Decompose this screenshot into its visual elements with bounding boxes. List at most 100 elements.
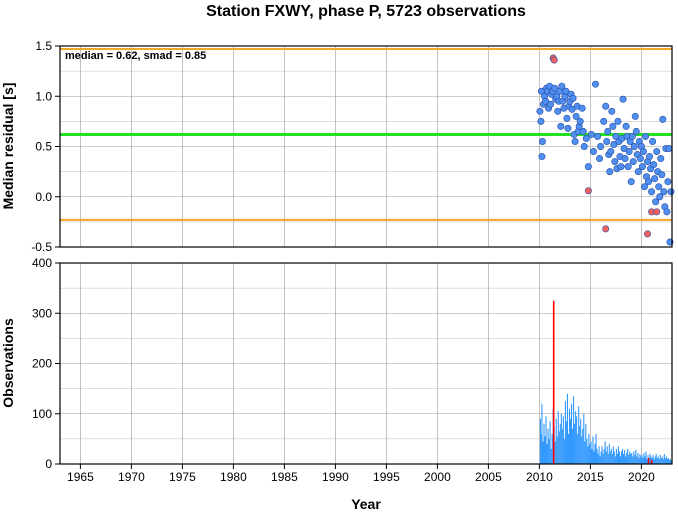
x-tick-label: 1970 — [118, 470, 145, 484]
residual-point — [587, 130, 595, 138]
bottom-y-tick-label: 400 — [32, 256, 52, 270]
residual-point — [653, 148, 661, 156]
residual-point — [641, 132, 649, 140]
residual-point — [646, 153, 654, 161]
residual-point — [617, 163, 625, 171]
residual-point — [614, 117, 622, 125]
residual-point — [578, 104, 586, 112]
residual-point — [634, 168, 642, 176]
residual-point — [627, 178, 635, 186]
residual-point — [594, 132, 602, 140]
residual-point — [620, 145, 628, 153]
residual-point — [621, 155, 629, 163]
residual-point — [609, 122, 617, 130]
residual-point — [597, 143, 605, 151]
x-tick-label: 1990 — [322, 470, 349, 484]
residual-point — [649, 137, 657, 145]
residual-point — [611, 158, 619, 166]
residual-point — [582, 134, 590, 142]
residual-point — [657, 155, 665, 163]
x-tick-label: 2015 — [577, 470, 604, 484]
x-tick-label: 2000 — [424, 470, 451, 484]
residual-point — [653, 208, 661, 216]
bottom-panel-y-ticks: 400 300 200 100 0 — [32, 256, 60, 471]
residual-point — [625, 148, 633, 156]
residual-point — [640, 183, 648, 191]
top-panel-points — [536, 54, 675, 246]
bottom-y-tick-label: 0 — [45, 457, 52, 471]
x-tick-label: 1965 — [67, 470, 94, 484]
residual-point — [612, 132, 620, 140]
residual-point — [584, 187, 592, 195]
residual-point — [602, 102, 610, 110]
residual-point — [579, 127, 587, 135]
residual-point — [651, 175, 659, 183]
residual-point — [604, 127, 612, 135]
top-y-axis-label: Median residual [s] — [0, 83, 16, 210]
top-y-tick-label: 0.0 — [35, 190, 52, 204]
residual-point — [568, 105, 576, 113]
residual-point — [610, 140, 618, 148]
residual-point — [538, 137, 546, 145]
residual-point — [536, 107, 544, 115]
residual-point — [645, 178, 653, 186]
residual-point — [538, 153, 546, 161]
residual-point — [562, 87, 570, 95]
residual-point — [631, 112, 639, 120]
residual-point — [572, 112, 580, 120]
bottom-y-tick-label: 200 — [32, 357, 52, 371]
x-tick-label: 2010 — [526, 470, 553, 484]
residual-point — [608, 107, 616, 115]
residual-point — [537, 117, 545, 125]
x-tick-label: 1980 — [220, 470, 247, 484]
residual-point — [554, 107, 562, 115]
residual-point — [638, 163, 646, 171]
residual-point — [650, 161, 658, 169]
x-tick-label: 1985 — [271, 470, 298, 484]
residual-point — [624, 163, 632, 171]
x-axis-label: Year — [351, 496, 381, 511]
residual-point — [557, 122, 565, 130]
top-panel-reference-lines — [60, 48, 672, 221]
residual-point — [550, 56, 558, 64]
residual-point — [639, 148, 647, 156]
residual-point — [547, 100, 555, 108]
residual-point — [632, 127, 640, 135]
bottom-panel-bars — [539, 300, 673, 464]
residual-point — [602, 225, 610, 233]
top-y-tick-label: 1.0 — [35, 89, 52, 103]
residual-point — [551, 84, 559, 92]
residual-point — [665, 145, 673, 153]
residual-point — [652, 198, 660, 206]
residual-point — [619, 95, 627, 103]
residual-point — [667, 188, 675, 196]
bottom-y-tick-label: 100 — [32, 407, 52, 421]
residual-point — [659, 115, 667, 123]
residual-point — [603, 137, 611, 145]
residual-point — [636, 155, 644, 163]
bottom-y-tick-label: 300 — [32, 306, 52, 320]
residual-point — [589, 148, 597, 156]
residual-point — [580, 143, 588, 151]
top-y-tick-label: 0.5 — [35, 140, 52, 154]
residual-point — [596, 155, 604, 163]
bottom-y-axis-label: Observations — [0, 318, 16, 408]
residual-point — [542, 97, 550, 105]
residual-point — [655, 183, 663, 191]
top-y-tick-label: -0.5 — [31, 240, 52, 254]
residual-point — [606, 168, 614, 176]
chart-title: Station FXWY, phase P, 5723 observations — [206, 3, 526, 20]
residual-point — [629, 158, 637, 166]
x-tick-label: 2020 — [628, 470, 655, 484]
top-panel-y-ticks: 1.51.00.50.0-0.5 — [31, 39, 60, 254]
residual-point — [656, 193, 664, 201]
residual-point — [563, 114, 571, 122]
residual-point — [571, 137, 579, 145]
x-tick-label: 1975 — [169, 470, 196, 484]
residual-point — [644, 230, 652, 238]
residual-point — [607, 148, 615, 156]
residual-point — [664, 178, 672, 186]
x-tick-label: 2005 — [475, 470, 502, 484]
